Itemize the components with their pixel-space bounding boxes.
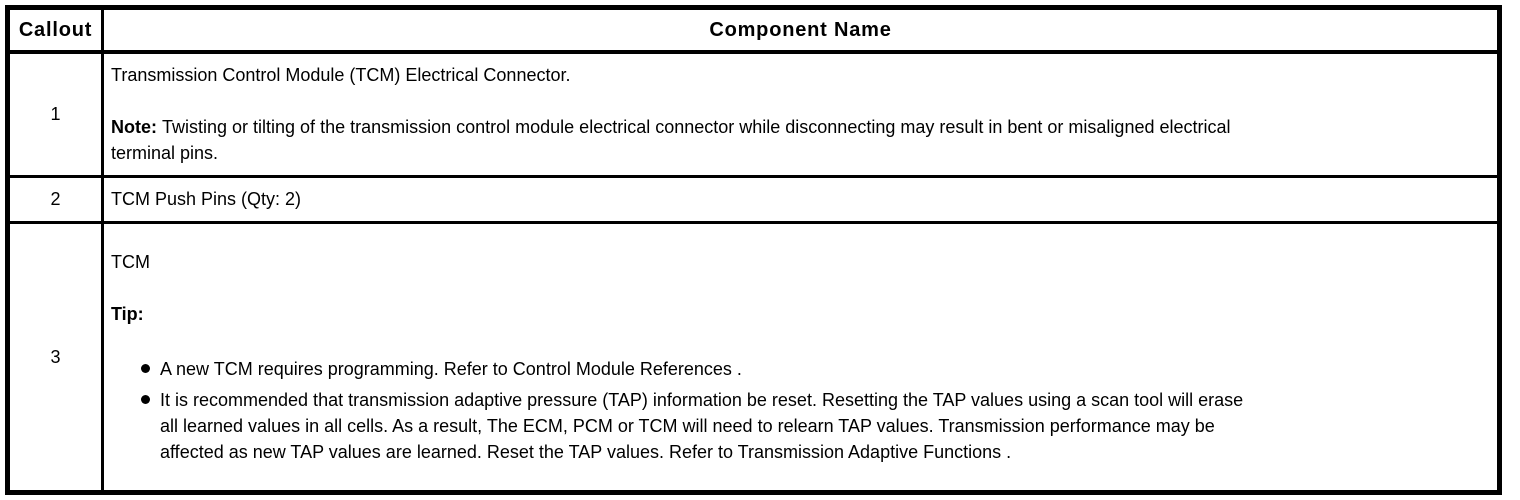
note-text: Twisting or tilting of the transmission …	[111, 117, 1231, 164]
component-title-1: Transmission Control Module (TCM) Electr…	[111, 65, 571, 86]
callout-cell-2: 2	[6, 174, 104, 224]
tip-label: Tip:	[111, 303, 144, 324]
component-cell-2: TCM Push Pins (Qty: 2)	[101, 174, 1501, 224]
bullet-icon	[141, 394, 150, 404]
tip-list: A new TCM requires programming. Refer to…	[111, 356, 1266, 465]
component-cell-3-text: TCM Tip: A new TCM requires programming.…	[111, 249, 1266, 465]
component-title-3: TCM	[111, 251, 150, 272]
callout-cell-1: 1	[6, 50, 104, 178]
note-label: Note:	[111, 117, 157, 138]
table-row-2: 2 TCM Push Pins (Qty: 2)	[6, 174, 1501, 224]
table-row-1: 1 Transmission Control Module (TCM) Elec…	[6, 50, 1501, 178]
bullet-icon	[141, 363, 150, 373]
list-item: A new TCM requires programming. Refer to…	[141, 356, 1266, 382]
header-row: Callout Component Name	[6, 6, 1501, 54]
list-item: It is recommended that transmission adap…	[141, 387, 1266, 465]
table-row-3: 3 TCM Tip: A new TCM requires programmin…	[6, 220, 1501, 494]
note-paragraph: Note:Twisting or tilting of the transmis…	[111, 114, 1266, 166]
component-cell-3: TCM Tip: A new TCM requires programming.…	[101, 220, 1501, 494]
callout-cell-3: 3	[6, 220, 104, 494]
column-header-component-name: Component Name	[101, 6, 1501, 54]
tip-item-text: It is recommended that transmission adap…	[160, 389, 1244, 462]
component-cell-1-text: Transmission Control Module (TCM) Electr…	[111, 62, 1266, 166]
component-table: Callout Component Name 1 Transmission Co…	[5, 5, 1502, 495]
component-title-2: TCM Push Pins (Qty: 2)	[111, 189, 302, 209]
column-header-callout: Callout	[6, 6, 104, 54]
tip-paragraph: Tip:	[111, 301, 1266, 327]
tip-item-text: A new TCM requires programming. Refer to…	[160, 358, 742, 379]
component-cell-1: Transmission Control Module (TCM) Electr…	[101, 50, 1501, 178]
component-cell-2-text: TCM Push Pins (Qty: 2)	[111, 186, 1266, 212]
